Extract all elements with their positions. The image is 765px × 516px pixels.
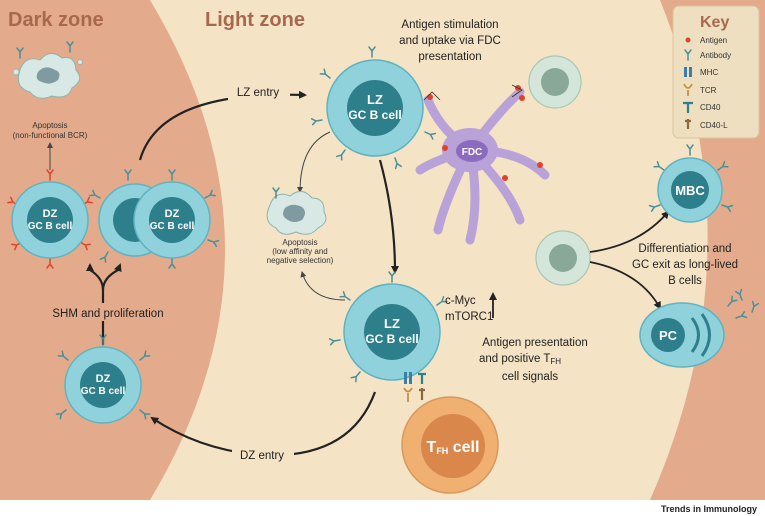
dz-cell-red-bcr: DZ GC B cell xyxy=(7,169,93,269)
antigen-stim-line2: and uptake via FDC xyxy=(399,35,501,47)
key-item-antibody: Antibody xyxy=(700,51,731,60)
arrow-to-apoptosis-mid xyxy=(297,131,331,193)
lz-top-label-1: LZ xyxy=(367,92,383,107)
apoptotic-cell-mid xyxy=(266,187,327,235)
key-item-cd40l: CD40-L xyxy=(700,121,728,130)
light-zone-title: Light zone xyxy=(205,9,305,31)
dz-cell-dividing-front: DZ GC B cell xyxy=(133,169,220,269)
dark-zone-title: Dark zone xyxy=(8,9,104,31)
journal-credit: Trends in Immunology xyxy=(661,504,757,514)
dz-cell-label-1: DZ xyxy=(43,208,58,220)
apoptosis-top-reason: (non-functional BCR) xyxy=(13,131,88,140)
tcr-key-icon xyxy=(683,83,693,96)
antigen-pres-line3: cell signals xyxy=(502,371,558,383)
grey-cell-mid xyxy=(535,230,591,286)
dz-cell-dividing-label-2: GC B cell xyxy=(150,221,195,232)
arrow-shm-right xyxy=(101,263,122,291)
lz-bottom-label-2: GC B cell xyxy=(365,332,418,346)
key-item-tcr: TCR xyxy=(700,86,717,95)
diff-line1: Differentiation and xyxy=(638,243,731,255)
arrow-to-pc xyxy=(589,261,661,310)
mbc-cell: MBC xyxy=(648,144,734,223)
lz-bottom-label-1: LZ xyxy=(384,316,400,331)
key-panel: Key Antigen Antibody MHC TCR CD40 CD40-L xyxy=(672,5,760,139)
dz-cell-label-2: GC B cell xyxy=(28,221,73,232)
key-item-antigen: Antigen xyxy=(700,36,727,45)
antigen-key-icon xyxy=(685,37,691,43)
dz-cell-dividing-label-1: DZ xyxy=(165,208,180,220)
antigen-pres-line2-sub: FH xyxy=(550,357,561,366)
grey-cell-top xyxy=(528,55,582,109)
lz-top-label-2: GC B cell xyxy=(348,108,401,122)
shm-label: SHM and proliferation xyxy=(52,308,163,320)
arrow-lz-to-lz xyxy=(378,159,399,274)
tfh-label-tail: cell xyxy=(448,439,479,456)
mtorc1-label: mTORC1 xyxy=(445,311,493,323)
footer-band xyxy=(0,500,765,516)
cd40-key-icon xyxy=(683,101,693,113)
tfh-label: TFH cell xyxy=(427,439,480,456)
key-title: Key xyxy=(700,14,729,31)
lz-entry-label: LZ entry xyxy=(237,87,279,99)
antigen-stim-line3: presentation xyxy=(418,51,481,63)
cmyc-label: c-Myc xyxy=(445,295,476,307)
antigen-stim-line1: Antigen stimulation xyxy=(401,19,498,31)
tfh-label-main: T xyxy=(427,439,437,456)
antigen-pres-line1: Antigen presentation xyxy=(482,337,588,349)
diff-line2: GC exit as long-lived xyxy=(632,259,738,271)
shm-label-bg xyxy=(42,303,176,321)
key-item-cd40: CD40 xyxy=(700,103,721,112)
cd40l-key-icon xyxy=(685,119,691,129)
mhc-key-icon xyxy=(684,67,692,77)
dz-bottom-label-2: GC B cell xyxy=(81,386,126,397)
dz-cell-bottom: DZ GC B cell xyxy=(55,334,151,424)
light-zone-background xyxy=(150,0,708,500)
lz-cell-top: LZ GC B cell xyxy=(310,46,437,170)
apoptosis-mid-reason2: negative selection) xyxy=(267,256,334,265)
diff-line3: B cells xyxy=(668,275,702,287)
tfh-cell: TFH cell xyxy=(401,396,499,494)
arrow-lz-bottom-to-apoptosis xyxy=(300,271,346,301)
apoptosis-mid-label: Apoptosis xyxy=(282,238,317,247)
apoptosis-mid-reason1: (low affinity and xyxy=(272,247,327,256)
pc-label: PC xyxy=(659,328,678,343)
key-item-mhc: MHC xyxy=(700,68,718,77)
pc-cell: PC xyxy=(639,288,759,368)
apoptosis-top-label: Apoptosis xyxy=(32,121,67,130)
dz-entry-label-bg xyxy=(232,445,294,463)
lz-entry-label-bg xyxy=(228,82,290,100)
lz-cell-bottom: LZ GC B cell xyxy=(328,271,448,383)
apoptotic-cell-top xyxy=(12,41,83,99)
immune-synapse xyxy=(403,372,426,402)
arrow-to-mbc xyxy=(589,210,670,253)
mbc-label: MBC xyxy=(675,183,705,198)
antigen-pres-line2-text: and positive T xyxy=(479,353,550,365)
fdc-cell: FDC xyxy=(415,84,550,245)
tfh-label-sub: FH xyxy=(436,446,448,456)
dz-entry-label: DZ entry xyxy=(240,450,284,462)
dz-bottom-label-1: DZ xyxy=(96,373,111,385)
antigen-pres-line2: and positive TFH xyxy=(479,353,561,366)
fdc-label: FDC xyxy=(462,147,483,158)
